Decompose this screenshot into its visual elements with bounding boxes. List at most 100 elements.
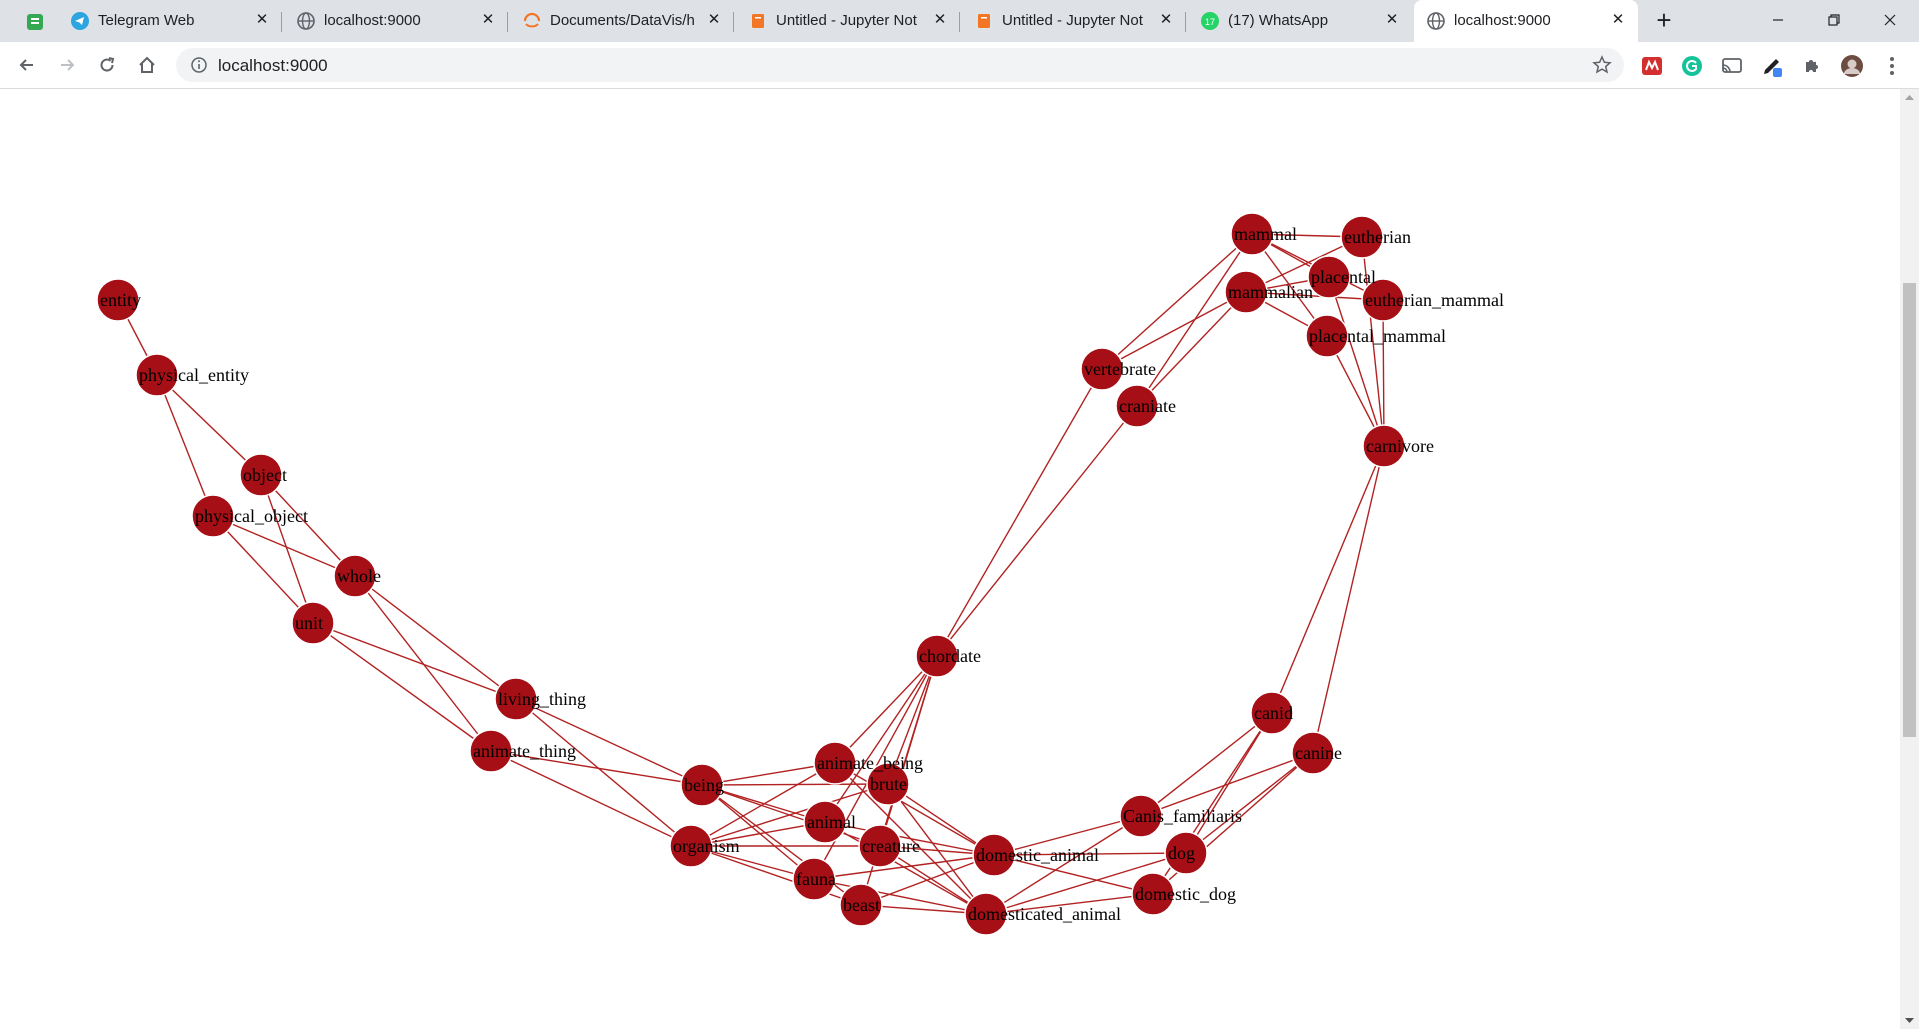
grammarly-icon[interactable]: [1680, 54, 1704, 78]
graph-node-living_thing[interactable]: [494, 677, 538, 721]
graph-node-label: mammalian: [1228, 282, 1313, 302]
close-icon[interactable]: ✕: [1611, 11, 1625, 28]
graph-node-label: vertebrate: [1084, 359, 1156, 379]
graph-node-creature[interactable]: [858, 824, 902, 868]
graph-edge-canine-dog: [1185, 752, 1314, 854]
close-icon[interactable]: ✕: [933, 11, 947, 28]
graph-node-chordate[interactable]: [915, 634, 959, 678]
graph-node-beast[interactable]: [839, 883, 883, 927]
scroll-down-icon[interactable]: [1900, 1013, 1919, 1027]
whatsapp-badge: 17: [1205, 17, 1215, 27]
forward-button[interactable]: [52, 50, 82, 80]
graph-node-unit[interactable]: [291, 601, 335, 645]
bookmark-star-icon[interactable]: [1592, 55, 1612, 75]
graph-edge-vertebrate-mammal: [1101, 233, 1253, 370]
graph-edge-fauna-domestic_animal: [813, 854, 995, 880]
graph-node-label: whole: [337, 566, 381, 586]
tab-localhost-active[interactable]: localhost:9000 ✕: [1414, 0, 1638, 42]
pinned-tab[interactable]: [14, 9, 54, 35]
kebab-menu-icon[interactable]: [1880, 54, 1904, 78]
graph-node-label: domestic_animal: [976, 845, 1099, 865]
graph-node-mammalian[interactable]: [1224, 270, 1268, 314]
graph-edge-whole-living_thing: [354, 575, 517, 700]
home-button[interactable]: [132, 50, 162, 80]
close-icon[interactable]: ✕: [255, 11, 269, 28]
graph-node-eutherian[interactable]: [1340, 215, 1384, 259]
tab-untitled-notebook-1[interactable]: Untitled - Jupyter Not ✕: [736, 0, 960, 42]
graph-edge-organism-animate_being: [690, 762, 836, 847]
graph-node-canine[interactable]: [1291, 731, 1335, 775]
graph-node-being[interactable]: [680, 763, 724, 807]
graph-node-Canis_familiaris[interactable]: [1119, 794, 1163, 838]
graph-node-carnivore[interactable]: [1362, 424, 1406, 468]
restore-button[interactable]: [1806, 0, 1862, 40]
new-tab-button[interactable]: +: [1656, 5, 1672, 35]
graph-edge-chordate-vertebrate: [936, 368, 1103, 657]
graph-node-whole[interactable]: [333, 554, 377, 598]
avatar[interactable]: [1840, 54, 1864, 78]
tab-divider: [959, 12, 960, 32]
graph-node-fauna[interactable]: [792, 857, 836, 901]
extension-red-icon[interactable]: [1640, 54, 1664, 78]
tab-untitled-notebook-2[interactable]: Untitled - Jupyter Not ✕: [962, 0, 1186, 42]
reload-button[interactable]: [92, 50, 122, 80]
graph-node-label: beast: [843, 895, 880, 915]
tab-title: localhost:9000: [1454, 12, 1551, 29]
puzzle-extensions-icon[interactable]: [1800, 54, 1824, 78]
back-button[interactable]: [12, 50, 42, 80]
graph-node-entity[interactable]: [96, 278, 140, 322]
tab-title: Telegram Web: [98, 12, 195, 29]
graph-node-dog[interactable]: [1164, 831, 1208, 875]
graph-node-label: chordate: [919, 646, 981, 666]
graph-node-domestic_dog[interactable]: [1131, 872, 1175, 916]
graph-node-brute[interactable]: [866, 762, 910, 806]
graph-edge-animal-domestic_animal: [824, 821, 995, 856]
minimize-button[interactable]: [1750, 0, 1806, 40]
graph-node-craniate[interactable]: [1115, 384, 1159, 428]
close-icon[interactable]: ✕: [481, 11, 495, 28]
network-graph[interactable]: entityphysical_entityobjectphysical_obje…: [0, 89, 1900, 1029]
tab-jupyter-documents[interactable]: Documents/DataVis/h ✕: [510, 0, 734, 42]
graph-node-object[interactable]: [239, 453, 283, 497]
close-icon[interactable]: ✕: [1159, 11, 1173, 28]
graph-node-animal[interactable]: [803, 800, 847, 844]
scroll-up-icon[interactable]: [1900, 91, 1919, 105]
graph-edge-being-fauna: [701, 784, 815, 880]
tab-localhost[interactable]: localhost:9000 ✕: [284, 0, 508, 42]
pen-extension-icon[interactable]: [1760, 54, 1784, 78]
globe-icon: [1427, 12, 1445, 30]
address-text[interactable]: localhost:9000: [218, 56, 328, 75]
graph-node-label: canid: [1254, 703, 1293, 723]
close-icon[interactable]: ✕: [707, 11, 721, 28]
graph-node-domesticated_animal[interactable]: [964, 892, 1008, 936]
scrollbar-thumb[interactable]: [1903, 283, 1916, 737]
graph-node-placental_mammal[interactable]: [1305, 314, 1349, 358]
graph-node-vertebrate[interactable]: [1080, 347, 1124, 391]
graph-node-animate_being[interactable]: [813, 741, 857, 785]
graph-node-placental[interactable]: [1307, 255, 1351, 299]
tab-divider: [507, 12, 508, 32]
graph-edge-animate_thing-being: [490, 750, 703, 786]
graph-node-physical_object[interactable]: [191, 494, 235, 538]
graph-edge-being-animate_being: [701, 762, 836, 786]
tab-title: Untitled - Jupyter Not: [776, 12, 917, 29]
address-bar[interactable]: localhost:9000: [176, 48, 1624, 82]
close-icon[interactable]: ✕: [1385, 11, 1399, 28]
tab-title: Untitled - Jupyter Not: [1002, 12, 1143, 29]
vertical-scrollbar[interactable]: [1900, 89, 1919, 1029]
cast-icon[interactable]: [1720, 54, 1744, 78]
close-window-button[interactable]: [1862, 0, 1918, 40]
graph-node-eutherian_mammal[interactable]: [1361, 278, 1405, 322]
info-icon[interactable]: [190, 56, 208, 74]
graph-node-organism[interactable]: [669, 824, 713, 868]
tab-whatsapp[interactable]: 17 (17) WhatsApp ✕: [1188, 0, 1412, 42]
graph-node-animate_thing[interactable]: [469, 729, 513, 773]
tab-telegram[interactable]: Telegram Web ✕: [58, 0, 282, 42]
graph-node-physical_entity[interactable]: [135, 353, 179, 397]
graph-edge-domestic_animal-dog: [993, 852, 1187, 856]
graph-node-mammal[interactable]: [1230, 212, 1274, 256]
graph-node-domestic_animal[interactable]: [972, 833, 1016, 877]
graph-node-canid[interactable]: [1250, 691, 1294, 735]
graph-node-label: animate_thing: [473, 741, 576, 761]
